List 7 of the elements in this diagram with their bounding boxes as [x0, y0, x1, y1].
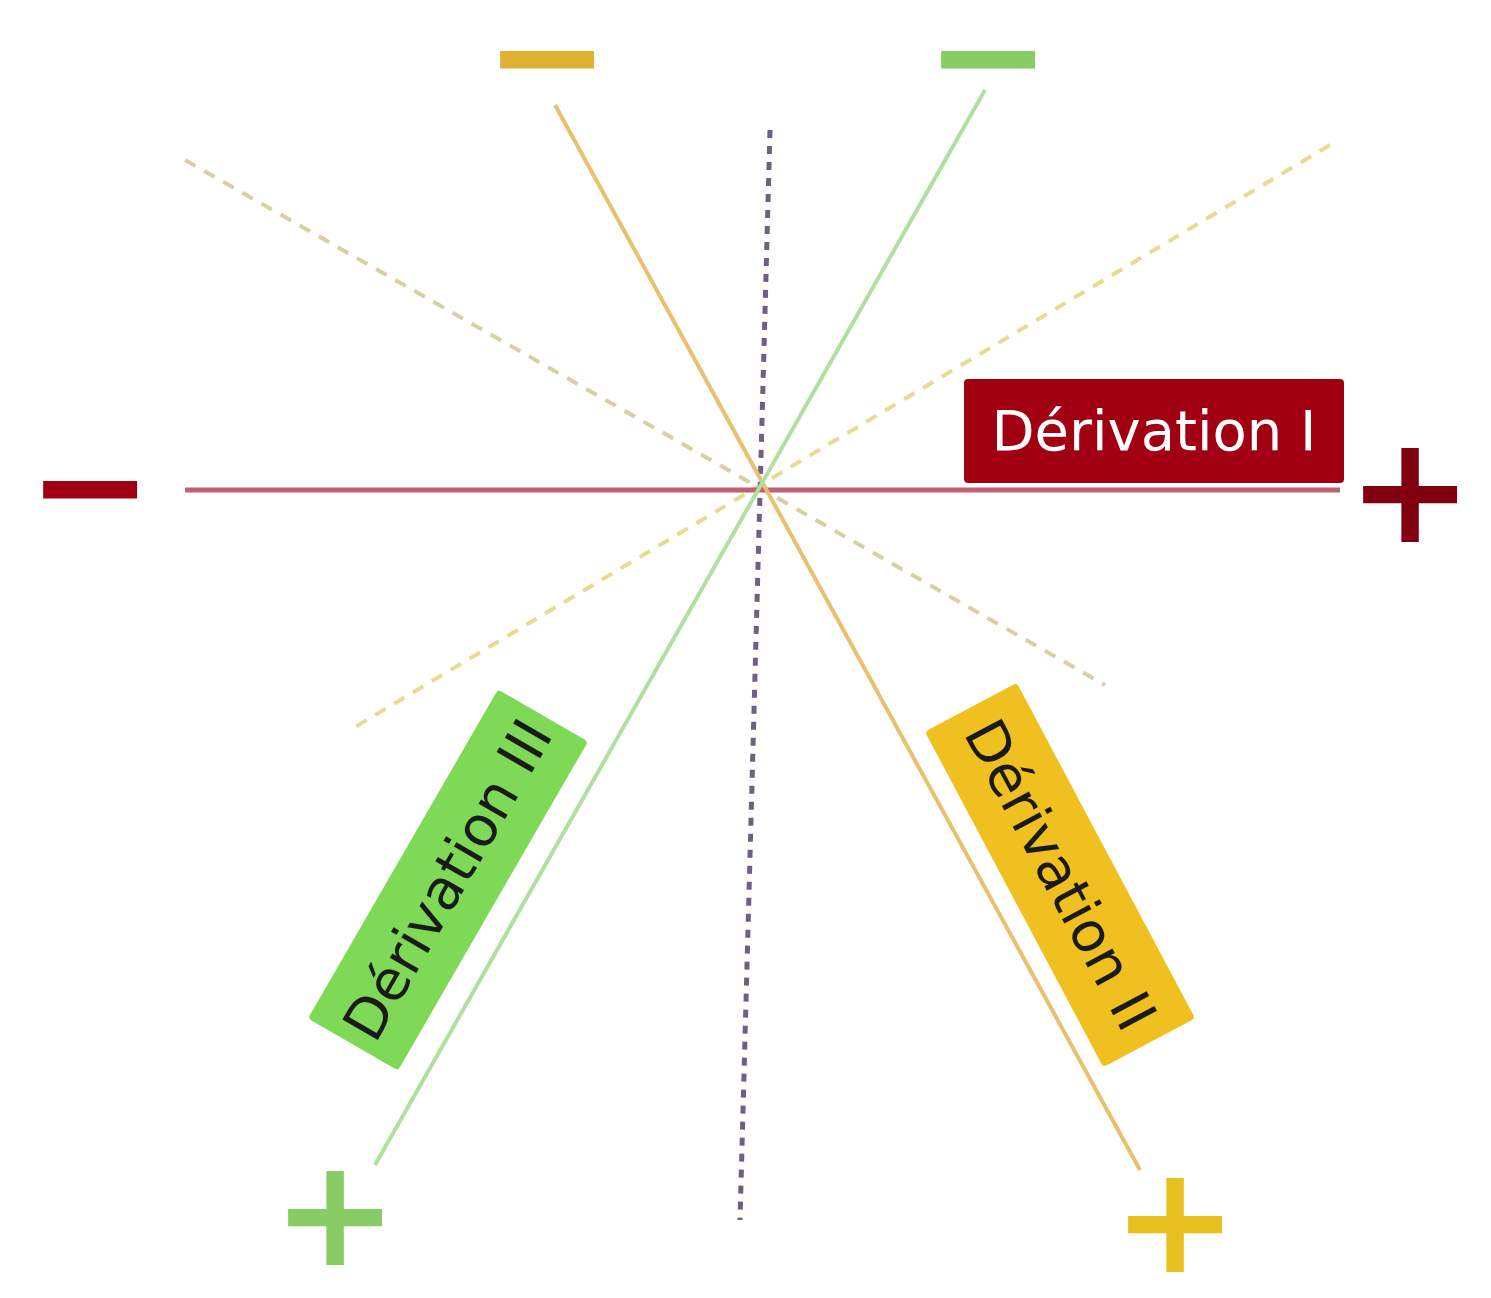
lead-label: Dérivation I	[964, 379, 1344, 483]
polarity-sign: −	[925, 0, 1051, 130]
polarity-sign: +	[1112, 1145, 1238, 1295]
polarity-sign: +	[272, 1138, 398, 1288]
polarity-sign: −	[484, 0, 610, 130]
polarity-sign: +	[1347, 415, 1473, 565]
polarity-sign: −	[27, 410, 153, 560]
